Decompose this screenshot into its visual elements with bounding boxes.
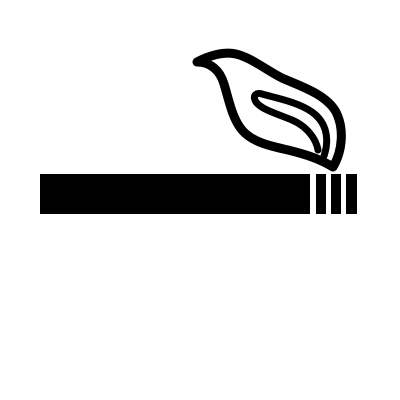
smoke-plume-inner [250,90,331,160]
smoke-plume-outer [192,48,346,172]
cigarette-filter-band-2 [331,174,341,214]
cigarette-body [40,174,310,214]
cigarette-filter-band-1 [316,174,326,214]
cigarette-filter-band-3 [346,174,357,214]
